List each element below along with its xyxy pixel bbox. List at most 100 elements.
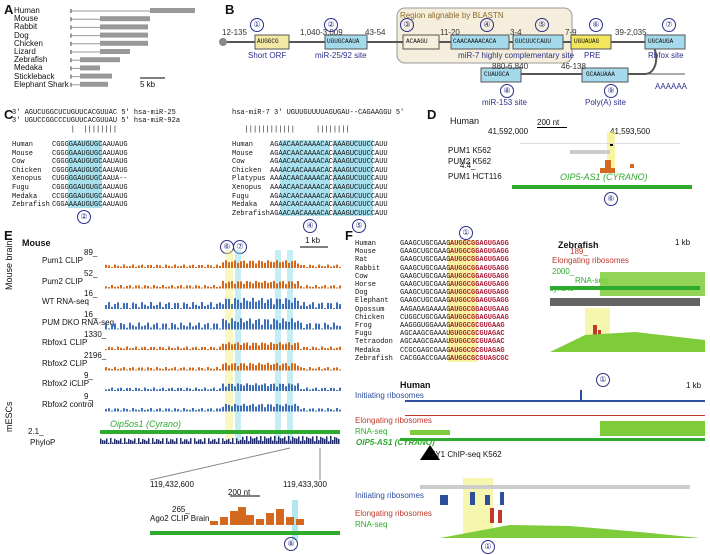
num-3: ③ (400, 18, 414, 32)
panel-f-zoom-track-1: Initiating ribosomes (355, 491, 424, 500)
panel-c-num-2: ② (77, 210, 91, 224)
gap-7: 39-2,035 (615, 28, 647, 37)
panel-e-gene: Oip5os1 (Cyrano) (110, 419, 182, 429)
panel-a-species-1: Mouse (14, 14, 39, 24)
panel-a-species-6: Zebrafish (14, 55, 48, 65)
panel-a-species-7: Medaka (14, 63, 43, 73)
panel-c-left-seq-5: CGGGGGAUGUGCAAUAUG (52, 184, 128, 192)
panel-f-orf-9: AUGGCGGAGUGAAG (450, 313, 509, 322)
panel-f-zf-track-2: RNA-seq (575, 276, 608, 285)
panel-f-pre-6: GAAGCUGCGAAG (400, 289, 451, 298)
panel-f-orf-3: AUGGCGGAGUGAGG (450, 264, 509, 273)
panel-f-species-10: Frog (355, 322, 372, 330)
panel-a-species-3: Dog (14, 30, 29, 40)
panel-d-track-1: PUM1 K562 (448, 146, 492, 155)
panel-f-orf-11: GUGGCGCGUAGAC (450, 330, 505, 339)
panel-label-b: B (225, 2, 235, 17)
panel-f-pre-13: CCGCGAGCGAAG (400, 346, 451, 355)
panel-c-left-species-3: Chicken (12, 166, 42, 175)
seq-orf: AUGGCG (257, 38, 279, 45)
panel-e-track-3: PUM DKO RNA-seq (42, 317, 115, 327)
mir7-seq: hsa-miR-7 3' UGUUGUUUUAGUGAU--CAGAAGGU 5… (232, 109, 405, 117)
panel-label-f: F (345, 228, 353, 243)
panel-f-pre-9: CUGGCUGCGAAG (400, 313, 451, 322)
panel-c-right-seq-5: AAAACAACAAAACACAAAGUCUUCCAUU (270, 184, 388, 192)
panel-f-orf-8: AUGGCGGAGUGAAG (450, 305, 509, 314)
panel-a-species-4: Chicken (14, 38, 43, 48)
panel-a-species-8: Stickleback (14, 71, 55, 81)
panel-a-exon-8 (80, 73, 112, 79)
panel-f-pre-10: AAGGGUGGAAAG (400, 322, 451, 330)
box-orf (254, 34, 290, 50)
panel-c-right-seq-8: AGAACAACAAAACACAAAGUCUUCCAUU (270, 209, 388, 218)
panel-f-human-track-3: RNA-seq (355, 427, 388, 436)
panel-a-species-0: Human (14, 6, 40, 15)
panel-f-species-14: Zebrafish (355, 354, 393, 363)
panel-c-right-seq-1: AGAACAACAAAACACAAAGUCUUCCAUU (270, 149, 388, 158)
panel-e-track-4: Rbfox1 CLIP (42, 338, 88, 347)
panel-e-track-5: Rbfox2 CLIP (42, 358, 88, 368)
panel-f-human-track-1: Initiating ribosomes (355, 391, 424, 400)
panel-e-track-max-4: 1330_ (84, 330, 107, 339)
panel-c-right-seq-4: AAAACAACAAAACACAAAGUCUUCCAUU (270, 175, 388, 184)
gap-3: 43-54 (365, 28, 386, 37)
panel-e-ago-label: Ago2 CLIP Brain (150, 514, 210, 523)
panel-c-left-seq-3: CGGGGAAUGUGCAAUAUG (52, 166, 128, 175)
panel-a-scale-label: 5 kb (140, 80, 156, 89)
panel-e-zoom-scale: 200 nt (228, 488, 251, 497)
panel-f-species-11: Fugu (355, 330, 372, 339)
panel-f-human-track-2: Elongating ribosomes (355, 416, 432, 425)
panel-c-left-seq-0: CGGGGAAUGUGCAAUAUG (52, 141, 128, 149)
panel-e-track-max-5: 2196_ (84, 350, 107, 360)
panel-label-a: A (4, 2, 14, 17)
panel-f-zoom-track-3: RNA-seq (355, 520, 388, 529)
panel-a-exon-9 (80, 81, 108, 87)
panel-f-human-gene: OIP5-AS1 (CYRANO) (356, 438, 435, 447)
panel-e-scale: 1 kb (305, 236, 321, 245)
box-mir7-a (450, 34, 510, 50)
panel-f-orf-highlight (448, 240, 478, 362)
panel-f-zf-max-2: 2000_ (552, 267, 575, 276)
panel-d-gene-bar (512, 185, 692, 189)
panel-label-c: C (4, 107, 14, 122)
panel-f-orf-10: AUGGCGCGUGAAG (450, 322, 505, 330)
num-4: ④ (480, 18, 494, 32)
panel-a-species-2: Rabbit (14, 22, 38, 32)
panel-c-left-species-6: Medaka (12, 192, 38, 201)
seq-acaagu: ACAAGU (406, 38, 428, 45)
polya-tail: AAAAAA (655, 82, 688, 91)
panel-f-human-chip: YY1 ChIP-seq K562 (430, 450, 502, 459)
box-mir7-b (512, 34, 564, 50)
panel-c-right-highlight-4 (280, 140, 330, 216)
panel-e-phylop: PhyloP (30, 438, 56, 447)
panel-f-orf-2: AUGGCGGAGUGAGG (450, 256, 509, 265)
panel-f-orf-1: AUGGCGGAGUGAGG (450, 248, 509, 257)
panel-c-right-highlight-5 (333, 140, 373, 216)
panel-e-browser-tracks (100, 246, 341, 540)
panel-d-scale: 200 nt (537, 118, 560, 127)
panel-e-track-max-2: 16_ (84, 289, 98, 298)
seq-mir7-a: CAACAAAACACA (453, 38, 497, 45)
gap-1: 12-135 (222, 28, 247, 37)
panel-f-species-12: Tetraodon (355, 338, 393, 347)
panel-f-species-13: Medaka (355, 346, 381, 355)
gap-6: 7-9 (565, 28, 577, 37)
label-pre: PRE (584, 51, 601, 60)
gap-8: 880-6,840 (492, 62, 529, 71)
panel-e-track-max-6: 9_ (84, 371, 93, 380)
panel-d-species: Human (450, 116, 480, 126)
num-2: ② (324, 18, 338, 32)
seq-mir25: UGUGCAAUA (327, 38, 360, 45)
panel-c-right-species-7: Medaka (232, 201, 258, 210)
box-pre (570, 34, 612, 50)
panel-f-human-num-1: ① (481, 540, 495, 554)
panel-e-track-1: Pum2 CLIP (42, 276, 83, 286)
panel-d-track-2: PUM2 K562 (448, 157, 492, 166)
panel-f-orf-5: AUGGCGGAGUGAGG (450, 281, 509, 289)
panel-f-orf-13: AUGGCGCGUAGAG (450, 346, 505, 355)
seq-rbfox: UGCAUGA (648, 38, 674, 45)
panel-f-species-7: Elephant (355, 297, 389, 306)
panel-f-num-1-top: ① (459, 226, 473, 240)
panel-f-species-0: Human (355, 240, 377, 248)
panel-f-pre-7: GAAGCUGCGAAG (400, 297, 451, 306)
